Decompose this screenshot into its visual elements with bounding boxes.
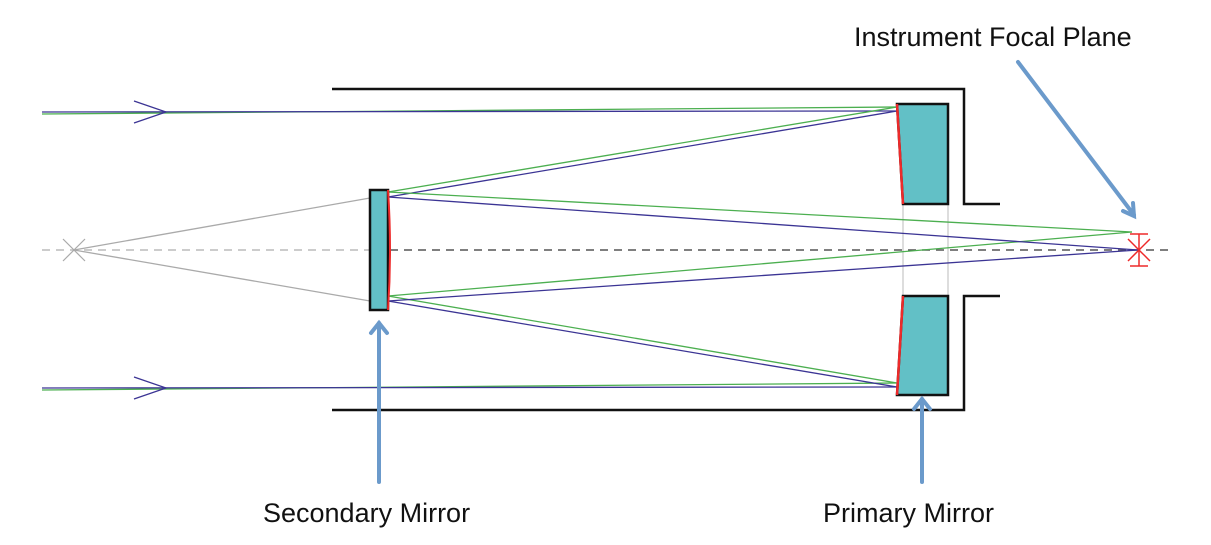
focused-ray-green [387, 191, 1133, 233]
incoming-ray-green [41, 382, 898, 391]
focal-plane-pointer-arrow-icon [1016, 60, 1137, 220]
focal-point-icon [1127, 233, 1151, 267]
primary-mirror [895, 102, 950, 397]
secondary-pointer-arrow-icon [369, 319, 389, 484]
incoming-ray-green [41, 106, 898, 115]
secondary-mirror [368, 188, 391, 312]
reflected-ray-green [387, 295, 898, 384]
secondary-mirror-label: Secondary Mirror [263, 498, 471, 528]
primary-mirror-label: Primary Mirror [823, 498, 994, 528]
tube-bottom-wall [332, 294, 1000, 412]
incoming-ray-blue [41, 110, 898, 113]
incoming-ray-blue [41, 386, 898, 389]
focal-plane-label: Instrument Focal Plane [854, 22, 1132, 52]
primary-pointer-arrow-icon [912, 395, 932, 484]
reflected-ray-blue [387, 110, 898, 198]
construction-ray [73, 197, 371, 251]
reflected-ray-green [387, 106, 898, 193]
direction-arrow-icon [133, 100, 168, 124]
tube-top-wall [332, 87, 1000, 206]
construction-ray [73, 249, 371, 302]
reflected-ray-blue [387, 300, 898, 388]
focused-ray-green [387, 231, 1133, 297]
focused-ray-blue [387, 249, 1139, 302]
direction-arrow-icon [133, 376, 168, 400]
focused-ray-blue [387, 196, 1139, 251]
